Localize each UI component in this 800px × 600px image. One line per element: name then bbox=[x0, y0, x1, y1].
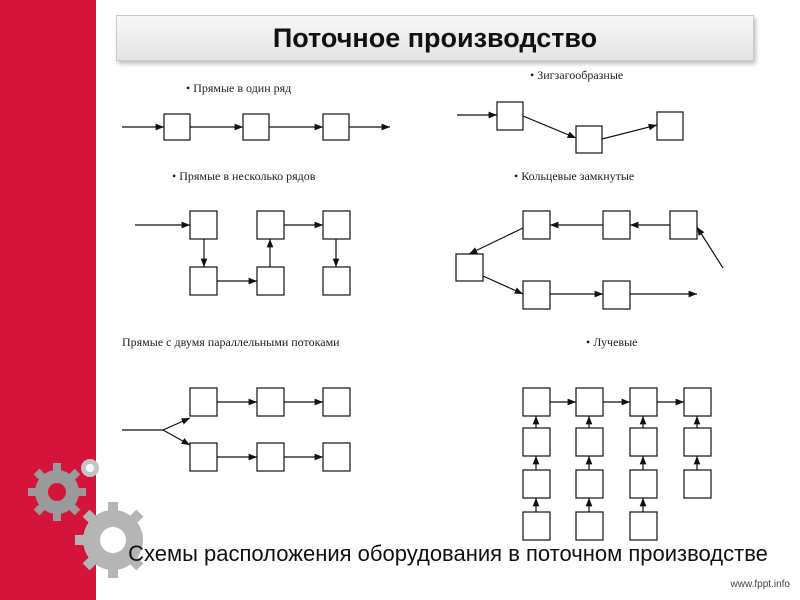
slide-caption: Схемы расположения оборудования в поточн… bbox=[128, 541, 768, 566]
label-ring-closed: • Кольцевые замкнутые bbox=[514, 169, 634, 183]
gear-icon bbox=[28, 463, 86, 521]
gear-icon bbox=[75, 502, 144, 578]
scheme-ring-closed bbox=[455, 210, 724, 310]
brand-link[interactable]: www.fppt.info bbox=[730, 579, 790, 590]
label-zigzag: • Зигзагообразные bbox=[530, 68, 623, 82]
gear-icon bbox=[81, 459, 99, 477]
label-single-row: • Прямые в один ряд bbox=[186, 81, 291, 95]
scheme-single-row bbox=[122, 113, 390, 141]
label-multi-row: • Прямые в несколько рядов bbox=[172, 169, 316, 183]
title-bar: Поточное производство bbox=[116, 15, 754, 61]
scheme-parallel-flows bbox=[122, 387, 351, 472]
page-title: Поточное производство bbox=[272, 22, 598, 53]
scheme-multi-row bbox=[135, 210, 351, 296]
scheme-zigzag bbox=[457, 101, 684, 154]
label-parallel-flows: Прямые с двумя параллельными потоками bbox=[122, 335, 340, 349]
scheme-radial bbox=[522, 387, 712, 541]
label-radial: • Лучевые bbox=[586, 335, 637, 349]
